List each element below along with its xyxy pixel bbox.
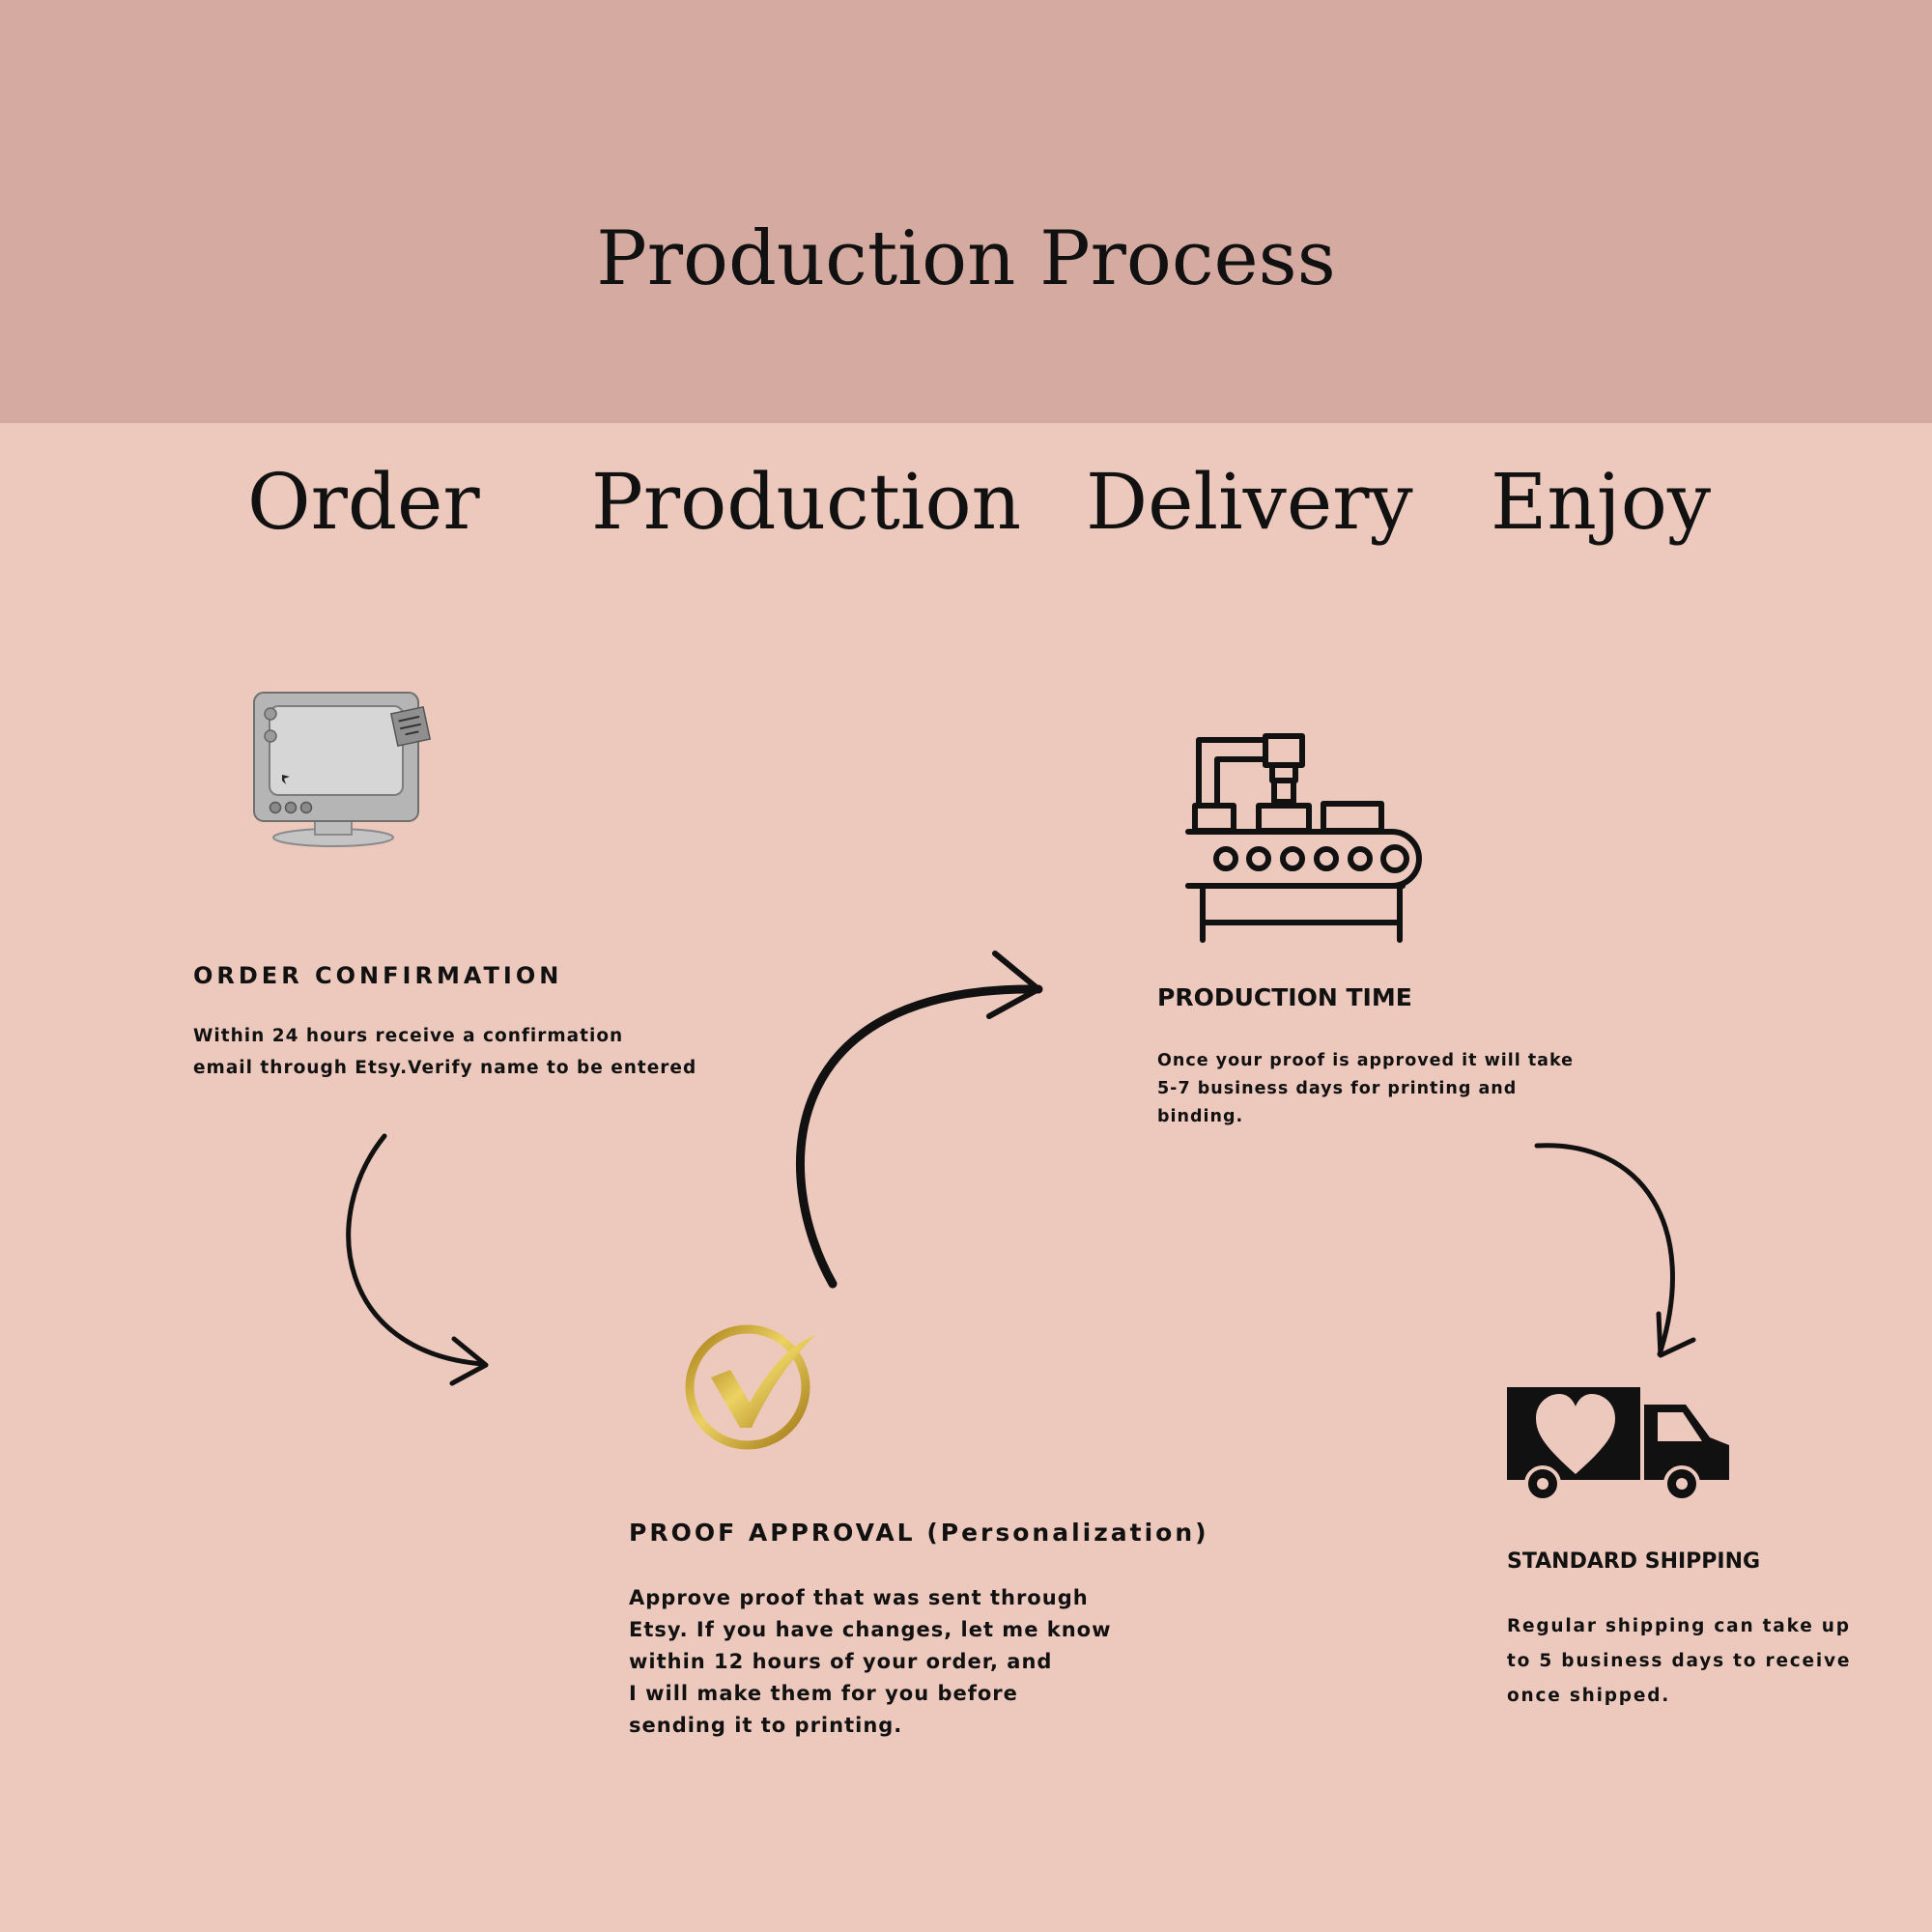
order-confirmation-title: ORDER CONFIRMATION	[193, 962, 563, 989]
stage-label-delivery: Delivery	[1086, 457, 1413, 547]
arrow-head-order-to-proof	[449, 1336, 489, 1386]
arrow-order-to-proof	[346, 1133, 486, 1367]
text-line: I will make them for you before	[629, 1682, 1018, 1705]
production-time-text: Once your proof is approved it will take…	[1157, 1047, 1574, 1131]
production-time-title: PRODUCTION TIME	[1157, 983, 1412, 1011]
stage-label-enjoy: Enjoy	[1491, 457, 1712, 547]
arrow-proof-to-production	[796, 984, 1043, 1289]
text-line: Approve proof that was sent through	[629, 1586, 1089, 1609]
text-line: binding.	[1157, 1107, 1244, 1126]
stage-label-order: Order	[247, 457, 480, 547]
standard-shipping-text: Regular shipping can take up to 5 busine…	[1507, 1609, 1851, 1714]
arrow-head-production-to-shipping	[1656, 1311, 1696, 1358]
stage-label-production: Production	[591, 457, 1022, 547]
arrow-head-proof-to-production	[986, 951, 1041, 1019]
text-line: once shipped.	[1507, 1686, 1671, 1706]
page-title: Production Process	[596, 215, 1336, 302]
text-line: email through Etsy.Verify name to be ent…	[193, 1058, 697, 1078]
text-line: 5-7 business days for printing and	[1157, 1079, 1518, 1098]
text-line: Etsy. If you have changes, let me know	[629, 1618, 1112, 1641]
text-line: sending it to printing.	[629, 1714, 903, 1737]
proof-approval-title: PROOF APPROVAL (Personalization)	[629, 1519, 1209, 1547]
arrow-production-to-shipping	[1534, 1143, 1675, 1357]
text-line: Regular shipping can take up	[1507, 1616, 1851, 1636]
header-band	[0, 0, 1932, 423]
standard-shipping-title: STANDARD SHIPPING	[1507, 1549, 1761, 1574]
order-confirmation-text: Within 24 hours receive a confirmation e…	[193, 1020, 696, 1084]
proof-approval-text: Approve proof that was sent through Etsy…	[629, 1582, 1112, 1742]
text-line: Once your proof is approved it will take	[1157, 1051, 1575, 1070]
text-line: to 5 business days to receive	[1507, 1651, 1852, 1671]
text-line: Within 24 hours receive a confirmation	[193, 1026, 624, 1046]
text-line: within 12 hours of your order, and	[629, 1650, 1053, 1673]
